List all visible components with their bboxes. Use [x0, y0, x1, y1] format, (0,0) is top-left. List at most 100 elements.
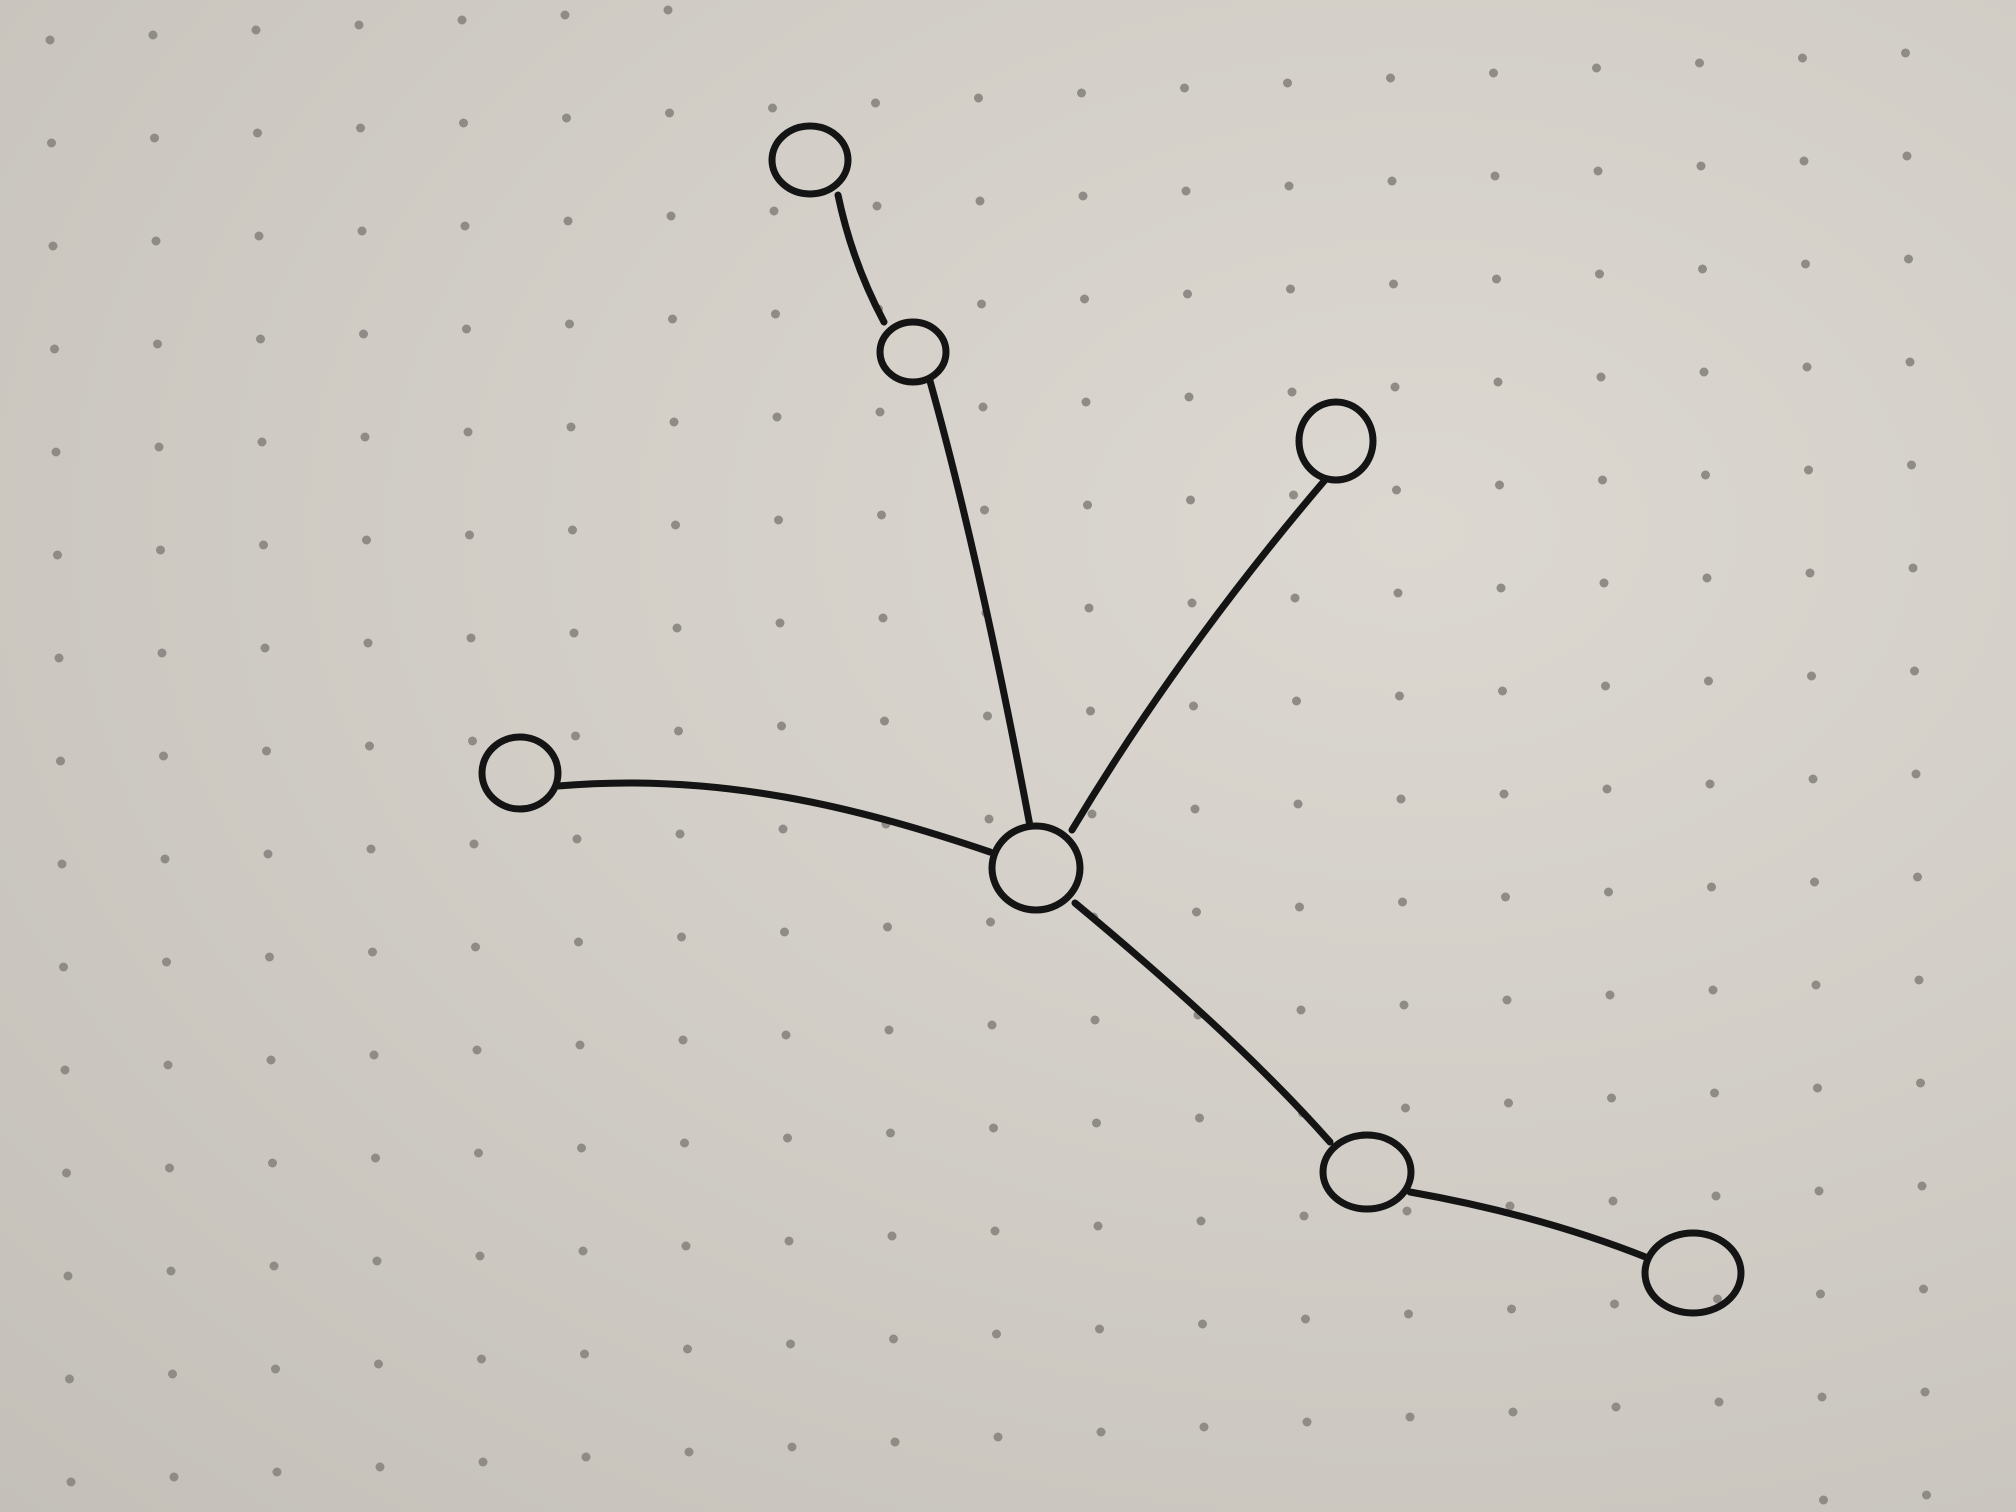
grid-dot — [1799, 156, 1809, 166]
grid-dot — [256, 334, 265, 344]
node-upper-middle — [876, 318, 950, 386]
graph-edges — [554, 191, 1652, 1262]
grid-dot — [1096, 1427, 1106, 1437]
grid-dot — [1901, 48, 1910, 58]
grid-dot — [60, 1065, 70, 1075]
grid-dot — [48, 241, 58, 251]
grid-dot — [1399, 1000, 1409, 1010]
grid-dot — [680, 1138, 689, 1148]
grid-dot — [1084, 603, 1094, 613]
grid-dot — [1289, 490, 1298, 500]
grid-dot — [1596, 372, 1606, 382]
grid-dot — [1601, 681, 1610, 691]
grid-dot — [1713, 1294, 1722, 1304]
grid-dot — [665, 108, 674, 118]
grid-dot — [1710, 1088, 1719, 1098]
grid-dot — [768, 103, 777, 113]
grid-dot — [1911, 769, 1921, 779]
grid-dot — [565, 319, 574, 329]
grid-dot — [1817, 1392, 1827, 1402]
grid-dot — [1917, 1181, 1927, 1191]
grid-dot — [475, 1251, 485, 1261]
grid-dot — [1908, 563, 1918, 573]
grid-dot — [1708, 985, 1718, 995]
grid-dot — [53, 550, 62, 560]
grid-dot — [1386, 73, 1395, 83]
grid-dot — [993, 1432, 1003, 1442]
grid-dot — [1604, 887, 1613, 897]
grid-dot — [1813, 1083, 1822, 1093]
grid-dot — [1804, 465, 1813, 475]
grid-dot — [1387, 176, 1397, 186]
grid-dot — [371, 1153, 380, 1163]
grid-dot — [769, 206, 779, 216]
grid-dot — [889, 1334, 898, 1344]
grid-dot — [271, 1364, 280, 1374]
grid-dot — [1919, 1284, 1928, 1294]
grid-dot — [1611, 1402, 1621, 1412]
grid-dot — [1810, 877, 1819, 887]
grid-dot — [1302, 1417, 1312, 1427]
grid-dot — [1913, 872, 1922, 882]
grid-dot — [678, 1035, 688, 1045]
grid-dot — [369, 1050, 379, 1060]
grid-dot — [787, 1442, 797, 1452]
graph-nodes — [478, 122, 1745, 1317]
grid-dot — [156, 545, 165, 555]
grid-dot — [1914, 975, 1924, 985]
grid-dot — [1286, 284, 1295, 294]
grid-dot — [1811, 980, 1821, 990]
grid-dot — [1090, 1015, 1100, 1025]
grid-dot — [374, 1359, 383, 1369]
grid-dot — [457, 15, 467, 25]
grid-dot — [1508, 1407, 1518, 1417]
grid-dot — [1198, 1319, 1207, 1329]
grid-dot — [974, 93, 983, 103]
edge-upper-right-to-hub — [1068, 476, 1329, 834]
grid-dot — [1390, 382, 1400, 392]
grid-dot — [1402, 1206, 1412, 1216]
grid-dot — [1505, 1201, 1515, 1211]
grid-dot — [372, 1256, 382, 1266]
grid-dot — [1492, 274, 1501, 284]
grid-dot — [1714, 1397, 1724, 1407]
grid-dot — [1392, 485, 1401, 495]
grid-dot — [987, 1020, 997, 1030]
grid-dot — [1920, 1387, 1930, 1397]
grid-dot — [975, 196, 985, 206]
grid-dot — [1699, 367, 1709, 377]
grid-dot — [783, 1133, 792, 1143]
grid-dot — [566, 422, 576, 432]
grid-dot — [1405, 1412, 1415, 1422]
grid-dot — [1081, 397, 1091, 407]
grid-dot — [1602, 784, 1612, 794]
grid-dot — [1290, 593, 1300, 603]
node-left — [478, 733, 562, 813]
grid-dot — [51, 447, 61, 457]
grid-dot — [780, 927, 789, 937]
grid-dot — [884, 1025, 894, 1035]
grid-dot — [163, 1060, 173, 1070]
grid-dot — [1186, 495, 1195, 505]
grid-dot — [375, 1462, 385, 1472]
grid-dot — [666, 211, 676, 221]
grid-dot — [251, 25, 261, 35]
grid-dot — [1605, 990, 1615, 1000]
grid-dot — [265, 952, 274, 962]
grid-dot — [1190, 804, 1200, 814]
grid-dot — [581, 1452, 591, 1462]
grid-dot — [1501, 892, 1510, 902]
grid-dot — [356, 123, 365, 133]
edge-hub-to-lower-middle — [1071, 899, 1334, 1146]
grid-dot — [563, 216, 573, 226]
grid-dot — [1389, 279, 1398, 289]
grid-dot — [1701, 470, 1710, 480]
grid-dot — [1489, 68, 1498, 78]
grid-dot — [663, 5, 673, 15]
grid-dot — [1705, 779, 1715, 789]
grid-dot — [151, 236, 161, 246]
grid-dot — [1287, 387, 1297, 397]
grid-dot — [1395, 691, 1404, 701]
grid-dot — [1189, 701, 1198, 711]
